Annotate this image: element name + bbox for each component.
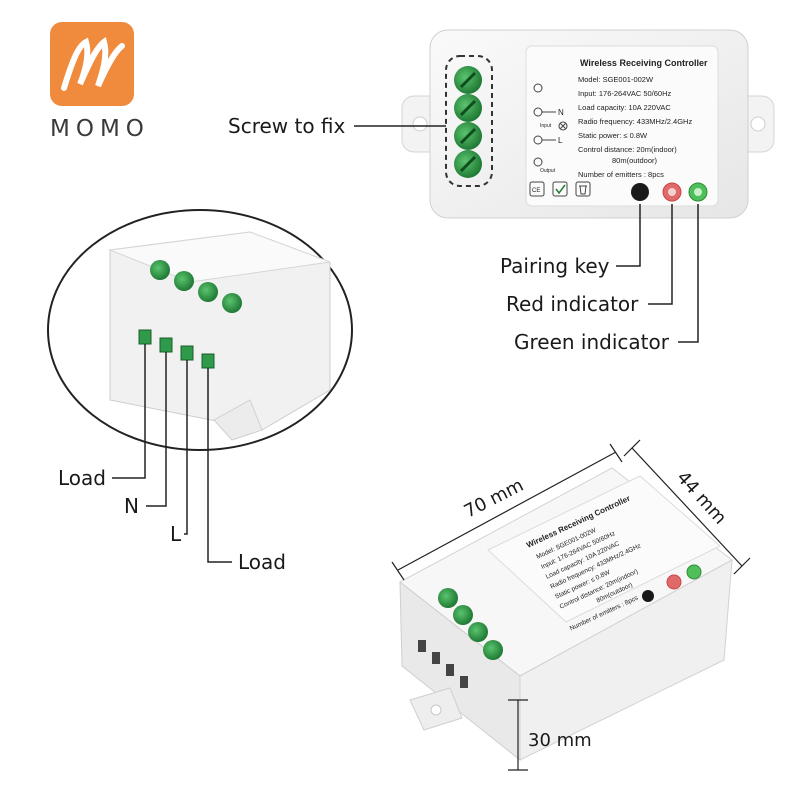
terminal-zoom-view bbox=[47, 209, 353, 451]
bottom-screw-icon bbox=[483, 640, 503, 660]
bottom-wire-slot bbox=[460, 676, 468, 688]
length-dimension-label: 70 mm bbox=[461, 475, 527, 523]
load-bottom-callout-label: Load bbox=[238, 550, 286, 574]
bottom-wire-slot bbox=[418, 640, 426, 652]
load-top-callout-line bbox=[112, 344, 146, 479]
wire-slot-l bbox=[180, 345, 194, 361]
top-device-label-panel bbox=[525, 45, 719, 207]
ce-icon bbox=[529, 181, 545, 197]
terminal-l-label: L bbox=[558, 136, 563, 145]
wire-slot-load-out bbox=[201, 353, 215, 369]
bottom-wire-slot bbox=[432, 652, 440, 664]
ce-mark: CE bbox=[532, 188, 540, 194]
n-callout-line bbox=[146, 352, 167, 507]
zoom-screw-icon bbox=[174, 271, 194, 291]
label-input: Input: 176-264VAC 50/60Hz bbox=[578, 89, 672, 98]
label-static: Static power: ≤ 0.8W bbox=[578, 131, 648, 140]
bin-icon bbox=[575, 181, 591, 197]
bottom-device-label-panel bbox=[487, 475, 721, 623]
pairing-key-callout-label: Pairing key bbox=[500, 254, 610, 278]
zoom-screw-icon bbox=[198, 282, 218, 302]
wire-slot-n bbox=[159, 337, 173, 353]
terminal-n-label: N bbox=[558, 108, 564, 117]
wiring-symbols: N L Input Output bbox=[533, 83, 568, 174]
brand-logo bbox=[50, 22, 134, 106]
load-bottom-callout-line bbox=[207, 368, 232, 563]
zoom-screw-icon bbox=[222, 293, 242, 313]
bottom-screw-icon bbox=[438, 588, 458, 608]
green-indicator-callout-line bbox=[678, 204, 699, 343]
red-indicator-callout-line bbox=[648, 204, 673, 305]
bottom-device: Wireless Receiving Controller Model: SGE… bbox=[399, 467, 733, 762]
screw-highlight-frame bbox=[445, 55, 493, 187]
top-device: Wireless Receiving Controller Model: SGE… bbox=[401, 29, 775, 219]
bottom-green-led bbox=[686, 564, 702, 580]
screw-callout-label: Screw to fix bbox=[228, 114, 346, 138]
bottom-device-right-face bbox=[519, 559, 733, 761]
red-indicator-callout-label: Red indicator bbox=[506, 292, 639, 316]
label-model: Model: SGE001-002W bbox=[578, 75, 654, 84]
bottom-screw-icon bbox=[468, 622, 488, 642]
label-load: Load capacity: 10A 220VAC bbox=[578, 103, 671, 112]
pairing-key-button[interactable] bbox=[631, 183, 649, 201]
width-dimension-line bbox=[631, 447, 743, 567]
label-title: Wireless Receiving Controller bbox=[580, 58, 708, 68]
output-word: Output bbox=[540, 168, 556, 174]
label-radio: Radio frequency: 433MHz/2.4GHz bbox=[578, 117, 692, 126]
top-terminal-screws bbox=[454, 66, 482, 178]
label-control: Control distance: 20m(indoor) bbox=[578, 145, 677, 154]
right-mount-hole bbox=[750, 116, 766, 132]
brand-name: MOMO bbox=[50, 116, 150, 142]
bottom-pairing-key[interactable] bbox=[642, 590, 654, 602]
input-word: Input bbox=[540, 123, 552, 129]
pairing-key-callout-line bbox=[616, 204, 641, 267]
check-mark-icon bbox=[552, 181, 568, 197]
l-callout-label: L bbox=[170, 522, 182, 546]
height-dimension-label: 30 mm bbox=[528, 730, 592, 751]
l-callout-line bbox=[184, 360, 188, 535]
left-mount-hole bbox=[412, 116, 428, 132]
load-top-callout-label: Load bbox=[58, 466, 106, 490]
label-control-outdoor: 80m(outdoor) bbox=[612, 156, 658, 165]
green-indicator-callout-label: Green indicator bbox=[514, 330, 669, 354]
bottom-wire-slot bbox=[446, 664, 454, 676]
wire-slot-load bbox=[138, 329, 152, 345]
n-callout-label: N bbox=[124, 494, 139, 518]
zoom-screw-icon bbox=[150, 260, 170, 280]
dimension-lines bbox=[391, 439, 751, 771]
label-emitters: Number of emitters : 8pcs bbox=[578, 170, 664, 179]
bottom-red-led bbox=[666, 574, 682, 590]
bottom-screw-icon bbox=[453, 605, 473, 625]
length-dimension-line bbox=[397, 451, 617, 571]
logo-mark-icon bbox=[61, 36, 125, 91]
